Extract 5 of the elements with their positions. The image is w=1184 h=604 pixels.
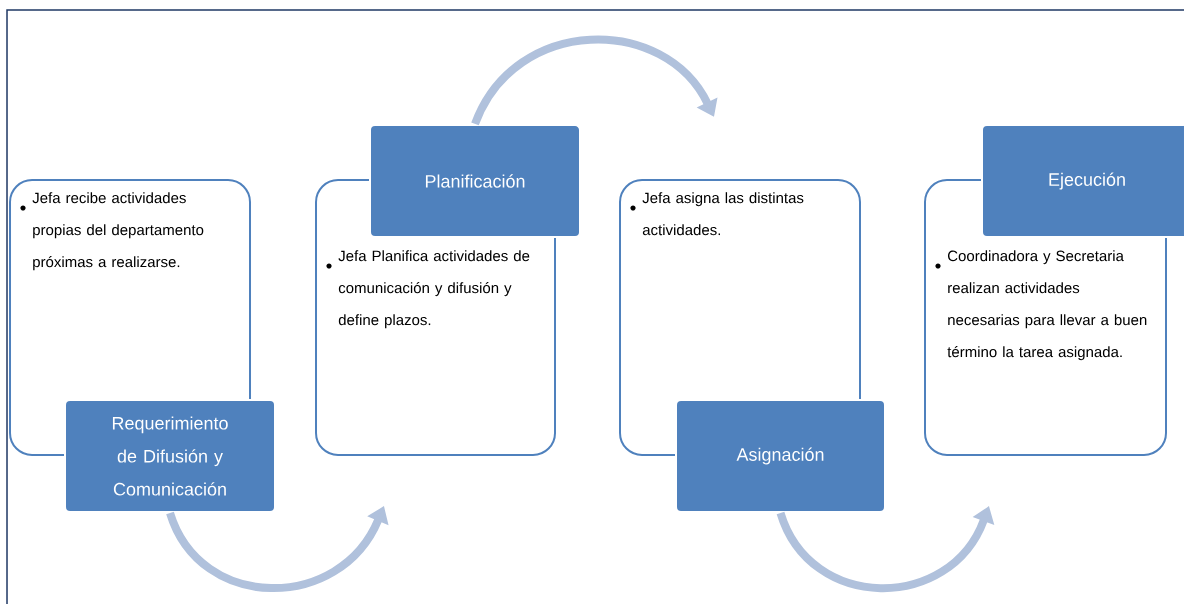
curved-arrow: [471, 35, 718, 126]
step-box: Planificación: [369, 124, 581, 238]
step-box: Requerimiento de Difusión y Comunicación: [64, 399, 276, 513]
step-box: Ejecución: [981, 124, 1184, 238]
step-box: Asignación: [675, 399, 886, 513]
